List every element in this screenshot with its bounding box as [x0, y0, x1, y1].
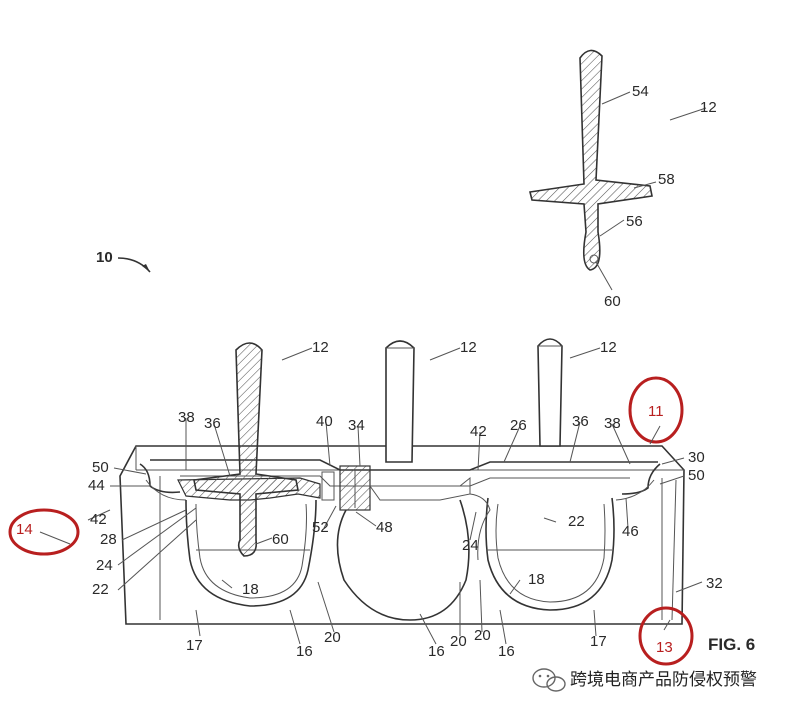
label-bowl-right: 18	[528, 571, 545, 588]
label-rim-left: 38	[178, 409, 195, 426]
label-cup-right: 22	[568, 513, 585, 530]
tray-body	[119, 445, 685, 625]
label-stick-b: 12	[460, 339, 477, 356]
label-shaft: 56	[626, 213, 643, 230]
stick-right	[537, 338, 563, 447]
label-lid-edge: 26	[510, 417, 527, 434]
standalone-stick	[529, 49, 653, 271]
label-assembly: 10	[96, 249, 113, 266]
label-bowl-left: 18	[242, 581, 259, 598]
label-joint-mid: 24	[462, 537, 479, 554]
label-flange: 58	[658, 171, 675, 188]
label-bridge: 28	[100, 531, 117, 548]
label-clip-right: 50	[688, 467, 705, 484]
label-clip-left: 50	[92, 459, 109, 476]
annotation-circle-11	[628, 376, 684, 444]
label-spring-right: 46	[622, 523, 639, 540]
label-joint-left: 24	[96, 557, 113, 574]
label-web-a: 16	[296, 643, 313, 660]
label-hub: 34	[348, 417, 365, 434]
watermark: 跨境电商产品防侵权预警	[532, 668, 757, 692]
leader-lines	[87, 91, 707, 645]
red-annotations: 14 11 13	[8, 376, 694, 666]
annotation-14: 14	[16, 521, 33, 538]
label-web-c: 16	[498, 643, 515, 660]
label-ring-left: 44	[88, 477, 105, 494]
label-lid-left: 36	[204, 415, 221, 432]
label-rim-right: 38	[604, 415, 621, 432]
label-outer-right: 30	[688, 449, 705, 466]
annotation-circle-13	[638, 606, 694, 666]
label-web-b: 16	[428, 643, 445, 660]
stick-middle	[385, 340, 415, 463]
wechat-icon	[532, 668, 566, 692]
label-hub-left: 52	[312, 519, 329, 536]
annotation-circle-14	[8, 508, 80, 556]
label-post-left: 40	[316, 413, 333, 430]
label-floor-right: 17	[590, 633, 607, 650]
label-gap-a: 20	[324, 629, 341, 646]
label-seal-right: 42	[470, 423, 487, 440]
label-hub-right: 48	[376, 519, 393, 536]
label-gap-b: 20	[450, 633, 467, 650]
label-base: 32	[706, 575, 723, 592]
watermark-text: 跨境电商产品防侵权预警	[570, 670, 757, 690]
label-tip: 60	[604, 293, 621, 310]
label-stick-a: 12	[312, 339, 329, 356]
label-cup-left: 22	[92, 581, 109, 598]
label-handle: 54	[632, 83, 649, 100]
reference-numerals: 10 12 54 58 56 60 12 12 12 38 36 40 34 4…	[88, 83, 755, 660]
figure-title: FIG. 6	[708, 635, 755, 654]
label-stick-c: 12	[600, 339, 617, 356]
stick-left	[193, 342, 299, 557]
label-gap-c: 20	[474, 627, 491, 644]
annotation-11: 11	[648, 403, 664, 420]
label-lid-right: 36	[572, 413, 589, 430]
label-floor-left: 17	[186, 637, 203, 654]
label-stick-top: 12	[700, 99, 717, 116]
label-tip-left: 60	[272, 531, 289, 548]
label-wall-left: 42	[90, 511, 107, 528]
annotation-13: 13	[656, 639, 673, 656]
